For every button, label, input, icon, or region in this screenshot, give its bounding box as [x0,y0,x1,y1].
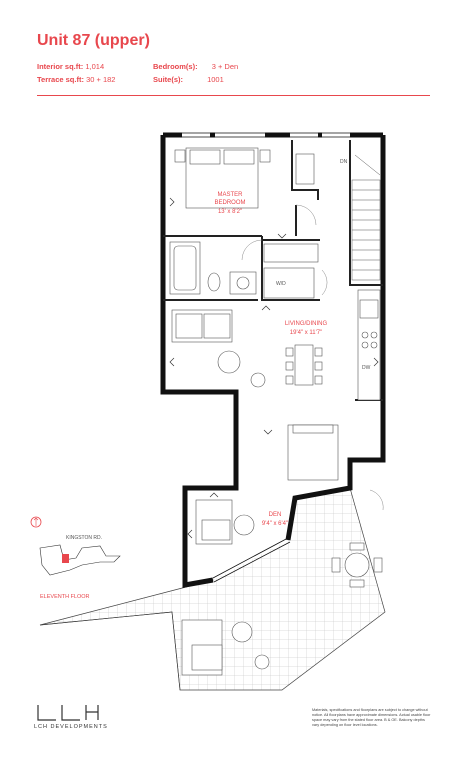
living-dims: 19'4" x 11'7" [290,330,322,336]
suite-spec: Suite(s): 1001 [153,75,224,84]
unit-title: Unit 87 (upper) [37,32,150,49]
exterior-walls [160,132,386,588]
elevation-markers [169,197,379,539]
bathroom-fixtures [169,241,257,295]
down-stair-label: DN [340,159,348,165]
dishwasher-label: DW [362,365,371,371]
interior-value: 1,014 [85,62,105,71]
staircase [351,154,381,281]
bedrooms-spec: Bedroom(s): 3 + Den [153,62,238,71]
terrace-furniture [181,542,383,676]
master-label-2: BEDROOM [214,200,245,206]
terrace-spec: Terrace sq.ft: 30 + 182 [37,75,115,84]
washer-dryer-label: W/D [276,281,286,287]
kitchen-counter [357,289,381,401]
terrace [39,487,386,691]
terrace-value: 30 + 182 [86,75,116,84]
bed [174,147,271,209]
top-windows [182,132,350,138]
disclaimer: Materials, specifications and floorplans… [312,708,431,727]
bedrooms-label: Bedroom(s): [153,62,198,71]
floor-label: ELEVENTH FLOOR [40,594,90,600]
den-window [212,537,291,583]
den-furniture [195,499,255,545]
north-arrow-icon [30,516,42,528]
street-label: KINGSTON RD. [66,535,102,541]
header-divider [37,95,430,96]
unit-highlight [62,554,69,563]
bedrooms-value: 3 + Den [211,62,239,71]
master-dims: 13' x 8'2" [218,209,242,215]
suite-label: Suite(s): [153,75,183,84]
key-plan: KINGSTON RD. [30,516,121,576]
brand-name: LCH DEVELOPMENTS [34,724,108,730]
interior-walls [163,140,383,401]
den-dims: 9'4" x 6'4" [262,521,288,527]
living-label: LIVING/DINING [285,321,328,327]
swing-doors [241,204,384,511]
den-label: DEN [269,512,282,518]
lch-logo [37,705,99,721]
interior-spec: Interior sq.ft: 1,014 [37,62,104,71]
master-label-1: MASTER [217,192,243,198]
closets [263,153,319,299]
interior-label: Interior sq.ft: [37,62,84,71]
living-furniture [171,309,339,481]
terrace-label: Terrace sq.ft: [37,75,84,84]
suite-value: 1001 [207,75,224,84]
